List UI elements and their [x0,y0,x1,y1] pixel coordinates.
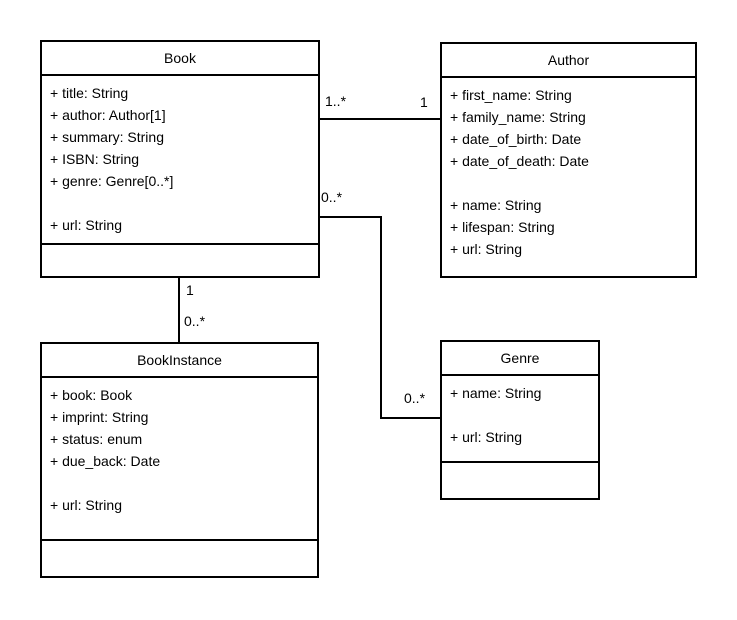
class-attribute: + date_of_birth: Date [450,131,582,147]
class-box-book: Book + title: String+ author: Author[1]+… [40,40,320,278]
multiplicity-book-bookinstance-from: 1 [186,282,194,298]
class-attribute: + url: String [50,497,122,513]
multiplicity-book-author-to: 1 [420,94,428,110]
class-attribute: + title: String [50,85,129,101]
class-attribute: + date_of_death: Date [450,153,589,169]
class-attribute: + family_name: String [450,109,586,125]
edge-book-genre-segment-vertical [380,216,382,419]
edge-book-bookinstance [178,278,180,342]
class-attribute [50,192,314,214]
class-attribute: + imprint: String [50,409,149,425]
class-attributes-bookinstance: + book: Book + imprint: String + status: e… [42,378,317,539]
class-box-bookinstance: BookInstance + book: Book + imprint: Stri… [40,342,319,578]
class-box-genre: Genre + name: String + url: String [440,340,600,500]
class-attribute: + first_name: String [450,87,572,103]
class-title-bookinstance: BookInstance [42,344,317,378]
class-title-book: Book [42,42,318,76]
multiplicity-book-bookinstance-to: 0..* [184,313,206,329]
edge-book-genre-segment-horizontal-top [319,216,382,218]
class-attribute: + url: String [450,429,522,445]
class-attribute: + author: Author[1] [50,107,166,123]
class-title-author: Author [442,44,695,78]
class-attribute [450,404,594,426]
edge-book-genre-segment-horizontal-bottom [380,417,440,419]
class-attribute: + name: String [450,385,542,401]
class-attribute: + due_back: Date [50,453,161,469]
class-attribute: + url: String [50,217,122,233]
class-attribute: + url: String [450,241,522,257]
class-attributes-genre: + name: String + url: String [442,376,598,461]
class-attribute: + lifespan: String [450,219,555,235]
class-attribute: + name: String [450,197,542,213]
edge-book-author [320,118,440,120]
class-attribute: + summary: String [50,129,164,145]
class-title-genre: Genre [442,342,598,376]
class-attributes-book: + title: String + author: Author[1] + summ… [42,76,318,243]
class-attribute: + ISBN: String [50,151,140,167]
class-methods-genre [442,461,598,498]
class-attribute: + status: enum [50,431,143,447]
class-box-author: Author + first_name: String + family_name… [440,42,697,278]
multiplicity-book-author-from: 1..* [325,93,347,109]
class-attribute [50,472,313,494]
multiplicity-book-genre-from: 0..* [321,189,343,205]
class-attributes-author: + first_name: String + family_name: Strin… [442,78,695,276]
class-attribute: + genre: Genre[0..*] [50,173,174,189]
multiplicity-book-genre-to: 0..* [404,390,426,406]
class-methods-book [42,243,318,276]
class-attribute [450,172,691,194]
class-attribute: + book: Book [50,387,133,403]
class-methods-bookinstance [42,539,317,576]
